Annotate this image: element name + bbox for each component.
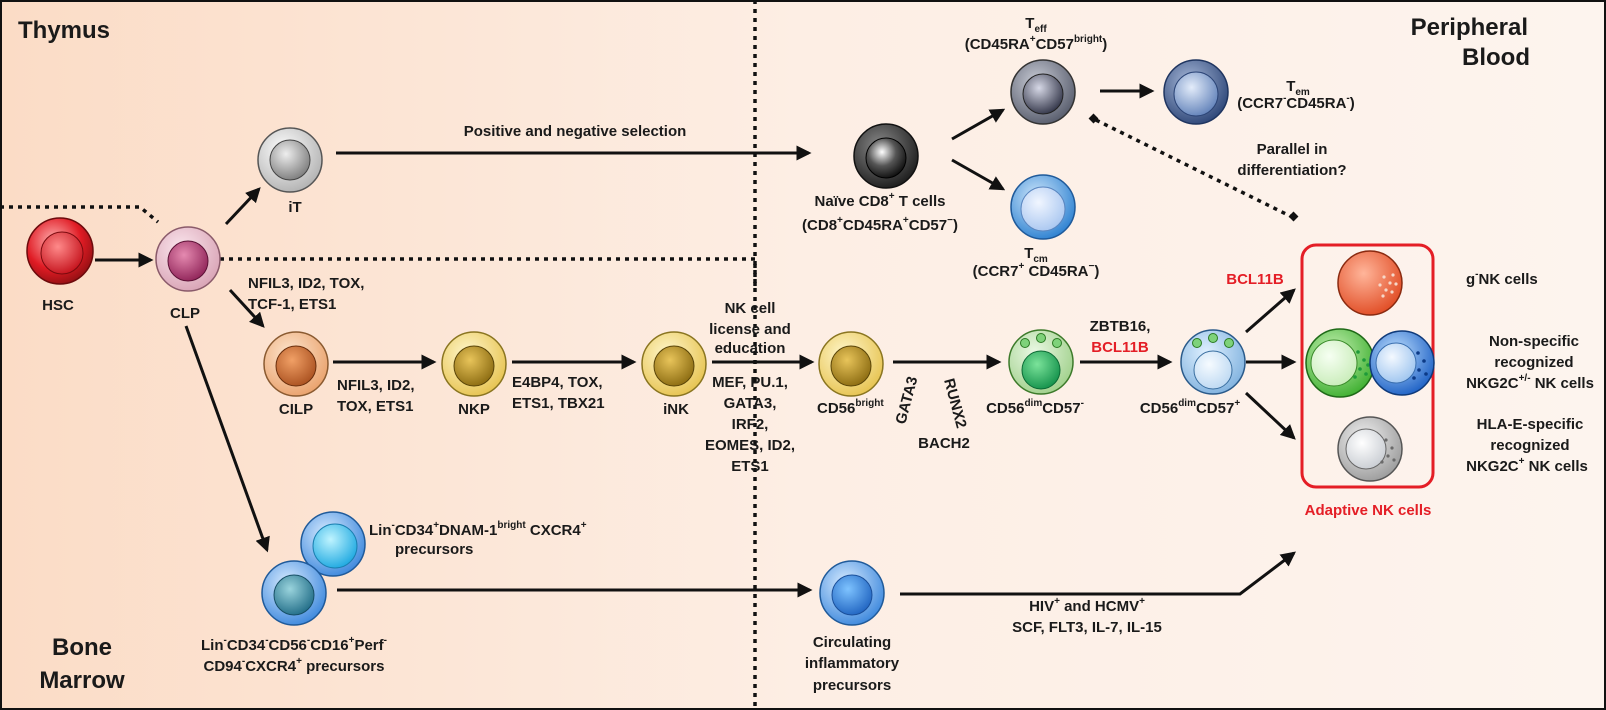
arrow-clp-cilp xyxy=(228,288,265,328)
label-clp-cilp-line2: TCF-1, ETS1 xyxy=(248,296,336,313)
label-ink-cd56-line1: MEF, PU.1, xyxy=(712,374,788,391)
label-nonspecific-line3: NKG2C+/- NK cells xyxy=(1466,373,1594,392)
region-label-marrow: Marrow xyxy=(39,667,125,694)
label-license-line2: license and xyxy=(709,321,791,338)
label-cd56dim-cd57neg: CD56dimCD57- xyxy=(986,398,1084,417)
arrow-cd57pos-hla xyxy=(1244,391,1296,440)
cell-teff xyxy=(1010,59,1076,125)
cell-tcm xyxy=(1010,174,1076,240)
label-ink-cd56-line2: GATA3, xyxy=(724,395,777,412)
label-clp: CLP xyxy=(170,305,200,322)
label-ink: iNK xyxy=(663,401,689,418)
label-tcm-title: Tcm xyxy=(1024,245,1048,265)
label-nkp-ink-line2: ETS1, TBX21 xyxy=(512,395,605,412)
cell-nonspecific-green xyxy=(1305,328,1375,398)
label-lin-cd34pos-line1: Lin-CD34+DNAM-1bright CXCR4+ xyxy=(369,520,587,539)
arrow-naive-tcm xyxy=(951,158,1006,191)
label-hsc: HSC xyxy=(42,297,74,314)
cell-lin-cd34pos-precursor xyxy=(300,511,366,577)
label-teff-title: Teff xyxy=(1025,15,1047,35)
cell-hla-e-specific xyxy=(1337,416,1403,482)
cell-cd56dim-cd57pos xyxy=(1180,329,1246,395)
cell-clp xyxy=(155,226,221,292)
cell-tem xyxy=(1163,59,1229,125)
label-bach2: BACH2 xyxy=(918,435,970,452)
parallel-end-bottom xyxy=(1288,211,1299,222)
region-label-thymus: Thymus xyxy=(18,17,110,44)
label-circulating-line1: Circulating xyxy=(813,634,891,651)
arrow-parallel-dotted xyxy=(1095,118,1291,218)
label-hiv-line2: SCF, FLT3, IL-7, IL-15 xyxy=(1012,619,1162,636)
label-nonspecific-line2: recognized xyxy=(1494,354,1573,371)
arrow-clp-lin-precursor xyxy=(184,325,270,553)
label-parallel-line1: Parallel in xyxy=(1257,141,1328,158)
label-positive-negative: Positive and negative selection xyxy=(464,123,687,140)
label-naive-cd8-line1: Naïve CD8+ T cells xyxy=(815,191,946,210)
arrow-naive-teff xyxy=(951,108,1006,141)
arrow-circulating-adaptive xyxy=(900,551,1296,596)
label-teff-markers: (CD45RA+CD57bright) xyxy=(965,34,1108,53)
label-nkp: NKP xyxy=(458,401,490,418)
label-cilp-nkp-line2: TOX, ETS1 xyxy=(337,398,413,415)
label-lin-cd34neg-line1: Lin-CD34-CD56-CD16+Perf- xyxy=(201,635,387,654)
label-license-line3: education xyxy=(715,340,786,357)
label-circulating-line2: inflammatory xyxy=(805,655,900,672)
label-bcl11b-mid: BCL11B xyxy=(1091,339,1149,356)
label-lin-cd34neg-line2: CD94-CXCR4+ precursors xyxy=(204,656,385,675)
cell-naive-cd8 xyxy=(853,123,919,189)
label-tcm-markers: (CCR7+ CD45RA−) xyxy=(973,261,1100,280)
cell-nkp xyxy=(441,331,507,397)
region-label-peripheral: Peripheral xyxy=(1411,14,1528,41)
label-tem-title: Tem xyxy=(1286,78,1310,98)
region-divider-thymus-marrow xyxy=(0,205,757,290)
label-adaptive-nk: Adaptive NK cells xyxy=(1305,502,1432,519)
label-hla-line3: NKG2C+ NK cells xyxy=(1466,456,1588,475)
region-label-blood: Blood xyxy=(1462,44,1530,71)
label-tem-markers: (CCR7-CD45RA-) xyxy=(1237,93,1355,112)
label-hiv-line1: HIV+ and HCMV+ xyxy=(1029,596,1145,615)
label-lin-cd34pos-line2: precursors xyxy=(395,541,473,558)
label-bcl11b-top: BCL11B xyxy=(1226,271,1284,288)
label-cd56dim-cd57pos: CD56dimCD57+ xyxy=(1140,398,1241,417)
label-zbtb16: ZBTB16, xyxy=(1090,318,1151,335)
label-nkp-ink-line1: E4BP4, TOX, xyxy=(512,374,603,391)
label-ink-cd56-line4: EOMES, ID2, xyxy=(705,437,795,454)
label-hla-line1: HLA-E-specific xyxy=(1477,416,1584,433)
arrow-clp-it xyxy=(224,187,261,226)
label-g-nk: g-NK cells xyxy=(1466,269,1538,288)
cell-g-nk xyxy=(1337,250,1403,316)
cell-cd56dim-cd57neg xyxy=(1008,329,1074,395)
cell-cd56-bright xyxy=(818,331,884,397)
label-cilp: CILP xyxy=(279,401,313,418)
cell-nonspecific-blue xyxy=(1369,330,1435,396)
label-parallel-line2: differentiation? xyxy=(1237,162,1346,179)
label-nonspecific-line1: Non-specific xyxy=(1489,333,1579,350)
label-naive-cd8-line2: (CD8+CD45RA+CD57−) xyxy=(802,215,958,234)
label-it: iT xyxy=(288,199,301,216)
label-ink-cd56-line3: IRF2, xyxy=(732,416,769,433)
cell-hsc xyxy=(26,217,94,285)
label-license-line1: NK cell xyxy=(725,300,776,317)
label-cd56-bright: CD56bright xyxy=(817,398,884,417)
cell-cilp xyxy=(263,331,329,397)
cell-ink xyxy=(641,331,707,397)
arrow-cd57pos-gnk xyxy=(1245,288,1296,334)
label-circulating-line3: precursors xyxy=(813,677,891,694)
label-ink-cd56-line5: ETS1 xyxy=(731,458,769,475)
label-clp-cilp-line1: NFIL3, ID2, TOX, xyxy=(248,275,364,292)
parallel-end-top xyxy=(1088,113,1099,124)
cell-circulating-precursor xyxy=(819,560,885,626)
region-label-bone: Bone xyxy=(52,634,112,661)
cell-it xyxy=(257,127,323,193)
label-hla-line2: recognized xyxy=(1490,437,1569,454)
label-cilp-nkp-line1: NFIL3, ID2, xyxy=(337,377,415,394)
cell-lin-cd34neg-precursor xyxy=(261,560,327,626)
